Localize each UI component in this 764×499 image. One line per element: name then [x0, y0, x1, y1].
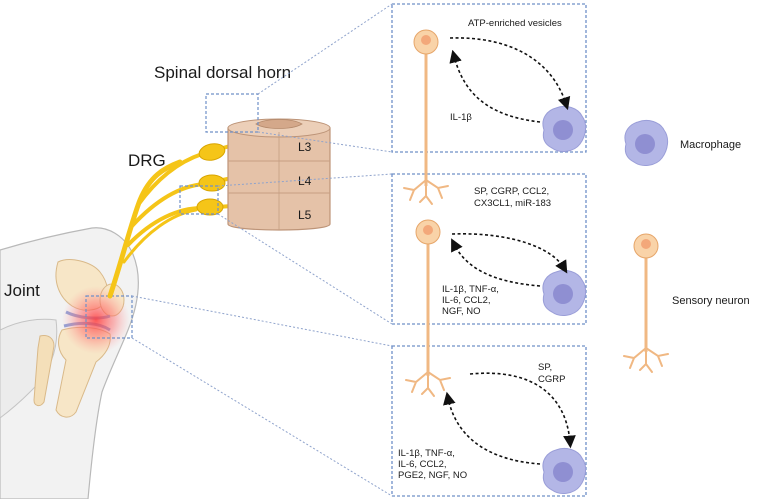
arrow-neuron-to-macrophage-1 — [449, 37, 571, 111]
macrophage-panel-1 — [542, 105, 587, 152]
panel-drg — [391, 173, 587, 325]
drg-ganglia — [196, 143, 226, 216]
macrophage-panel-2 — [542, 269, 587, 316]
panel-border — [391, 173, 587, 325]
segment-label-l4: L4 — [298, 174, 312, 188]
arrow-macrophage-to-neuron-2 — [451, 238, 541, 287]
panel1-top-label: ATP-enriched vesicles — [468, 18, 562, 29]
macrophage-nucleus — [553, 284, 573, 304]
panel3-top-label: SP, CGRP — [538, 362, 565, 385]
joint-illustration — [0, 227, 139, 499]
drg-label: DRG — [128, 151, 166, 170]
arrow-macrophage-to-neuron-1 — [449, 49, 541, 123]
panel-border — [391, 345, 587, 497]
inflammation-glow — [62, 286, 130, 354]
dorsal-horn-zoom-box — [205, 93, 259, 133]
macrophage-panel-3 — [542, 447, 587, 494]
spinal-dorsal-horn-label: Spinal dorsal horn — [154, 63, 291, 82]
neuron-nucleus — [423, 225, 433, 235]
panel-joint — [391, 345, 587, 497]
dorsal-horn-shape — [255, 119, 303, 129]
arrow-neuron-to-macrophage-2 — [451, 233, 568, 274]
macrophage-nucleus — [635, 134, 655, 154]
connector-joint-bottom — [131, 337, 393, 497]
panel-spinal-dorsal-horn — [391, 3, 587, 153]
legend-macrophage-icon — [624, 119, 669, 166]
segment-label-l5: L5 — [298, 208, 312, 222]
arrow-neuron-to-macrophage-3 — [469, 372, 576, 449]
neuron-terminal-branches — [403, 179, 449, 205]
drg-ganglion-l3 — [198, 143, 226, 161]
legend: Macrophage Sensory neuron — [623, 119, 750, 373]
panel2-bottom-label: IL-1β, TNF-α, IL-6, CCL2, NGF, NO — [442, 284, 502, 317]
neuron-nucleus — [641, 239, 651, 249]
arrow-macrophage-to-neuron-3 — [443, 391, 541, 465]
connector-drg-bottom — [217, 213, 393, 325]
legend-neuron-icon — [623, 233, 669, 373]
segment-label-l3: L3 — [298, 140, 312, 154]
drg-ganglion-l5 — [196, 198, 224, 216]
legend-macrophage-label: Macrophage — [680, 139, 741, 151]
connector-dh-top — [257, 3, 393, 95]
connector-dh-bottom — [257, 131, 393, 153]
drg-ganglion-l4 — [198, 174, 226, 192]
joint-label: Joint — [4, 281, 40, 300]
zoom-connectors — [131, 3, 393, 497]
legend-neuron-label: Sensory neuron — [672, 295, 750, 307]
panel3-bottom-label: IL-1β, TNF-α, IL-6, CCL2, PGE2, NGF, NO — [398, 448, 467, 481]
panel1-bottom-label: IL-1β — [450, 112, 472, 123]
nerve-strand-extra — [122, 208, 198, 264]
connector-drg-top — [217, 173, 393, 187]
panel-border — [391, 3, 587, 153]
interaction-arrows — [443, 37, 576, 465]
sensory-neuron-2 — [405, 219, 451, 397]
panel2-top-label: SP, CGRP, CCL2, CX3CL1, miR-183 — [474, 186, 552, 209]
spinal-cord — [227, 118, 331, 231]
sensory-neuron-1 — [403, 29, 449, 205]
neuron-nucleus — [421, 35, 431, 45]
macrophage-nucleus — [553, 462, 573, 482]
macrophage-nucleus — [553, 120, 573, 140]
neuron-terminal-branches — [623, 347, 669, 373]
fibula-bone — [33, 335, 55, 407]
connector-joint-top — [131, 295, 393, 347]
drg-zoom-box — [179, 185, 219, 215]
neuron-terminal-branches — [405, 371, 451, 397]
